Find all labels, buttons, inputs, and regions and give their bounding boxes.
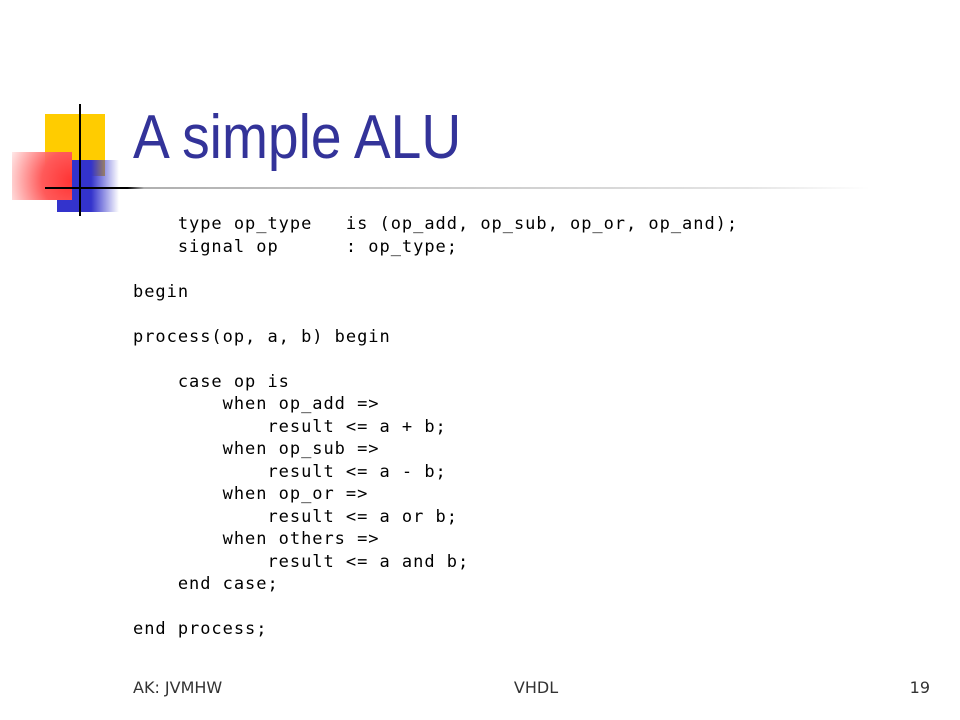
blank-line: [133, 303, 738, 326]
code-line: process(op, a, b) begin: [133, 326, 391, 347]
code-block: type op_type is (op_add, op_sub, op_or, …: [133, 213, 738, 641]
slide-title: A simple ALU: [133, 103, 462, 172]
logo-vertical-line: [79, 104, 81, 216]
code-line: begin: [133, 281, 190, 302]
logo-red-square: [12, 152, 72, 200]
footer-page-number: 19: [909, 678, 930, 697]
blank-line: [133, 596, 738, 619]
code-line: when op_or =>: [133, 484, 369, 504]
logo-decoration: [0, 0, 140, 230]
footer-author: AK: JVMHW: [133, 678, 223, 697]
code-line: end case;: [133, 574, 279, 594]
code-line: case op is: [133, 371, 290, 392]
blank-line: [133, 348, 738, 371]
code-line: signal op : op_type;: [133, 236, 458, 257]
code-line: result <= a - b;: [133, 461, 447, 482]
title-underline: [45, 187, 870, 189]
footer-subject: VHDL: [513, 678, 559, 697]
code-line: when op_add =>: [133, 394, 380, 414]
code-line: result <= a and b;: [133, 551, 470, 572]
code-line: end process;: [133, 619, 268, 639]
code-line: type op_type is (op_add, op_sub, op_or, …: [133, 214, 739, 234]
code-line: when op_sub =>: [133, 439, 380, 459]
code-line: when others =>: [133, 529, 380, 549]
blank-line: [133, 258, 738, 281]
code-line: result <= a + b;: [133, 416, 447, 437]
code-line: result <= a or b;: [133, 506, 458, 527]
